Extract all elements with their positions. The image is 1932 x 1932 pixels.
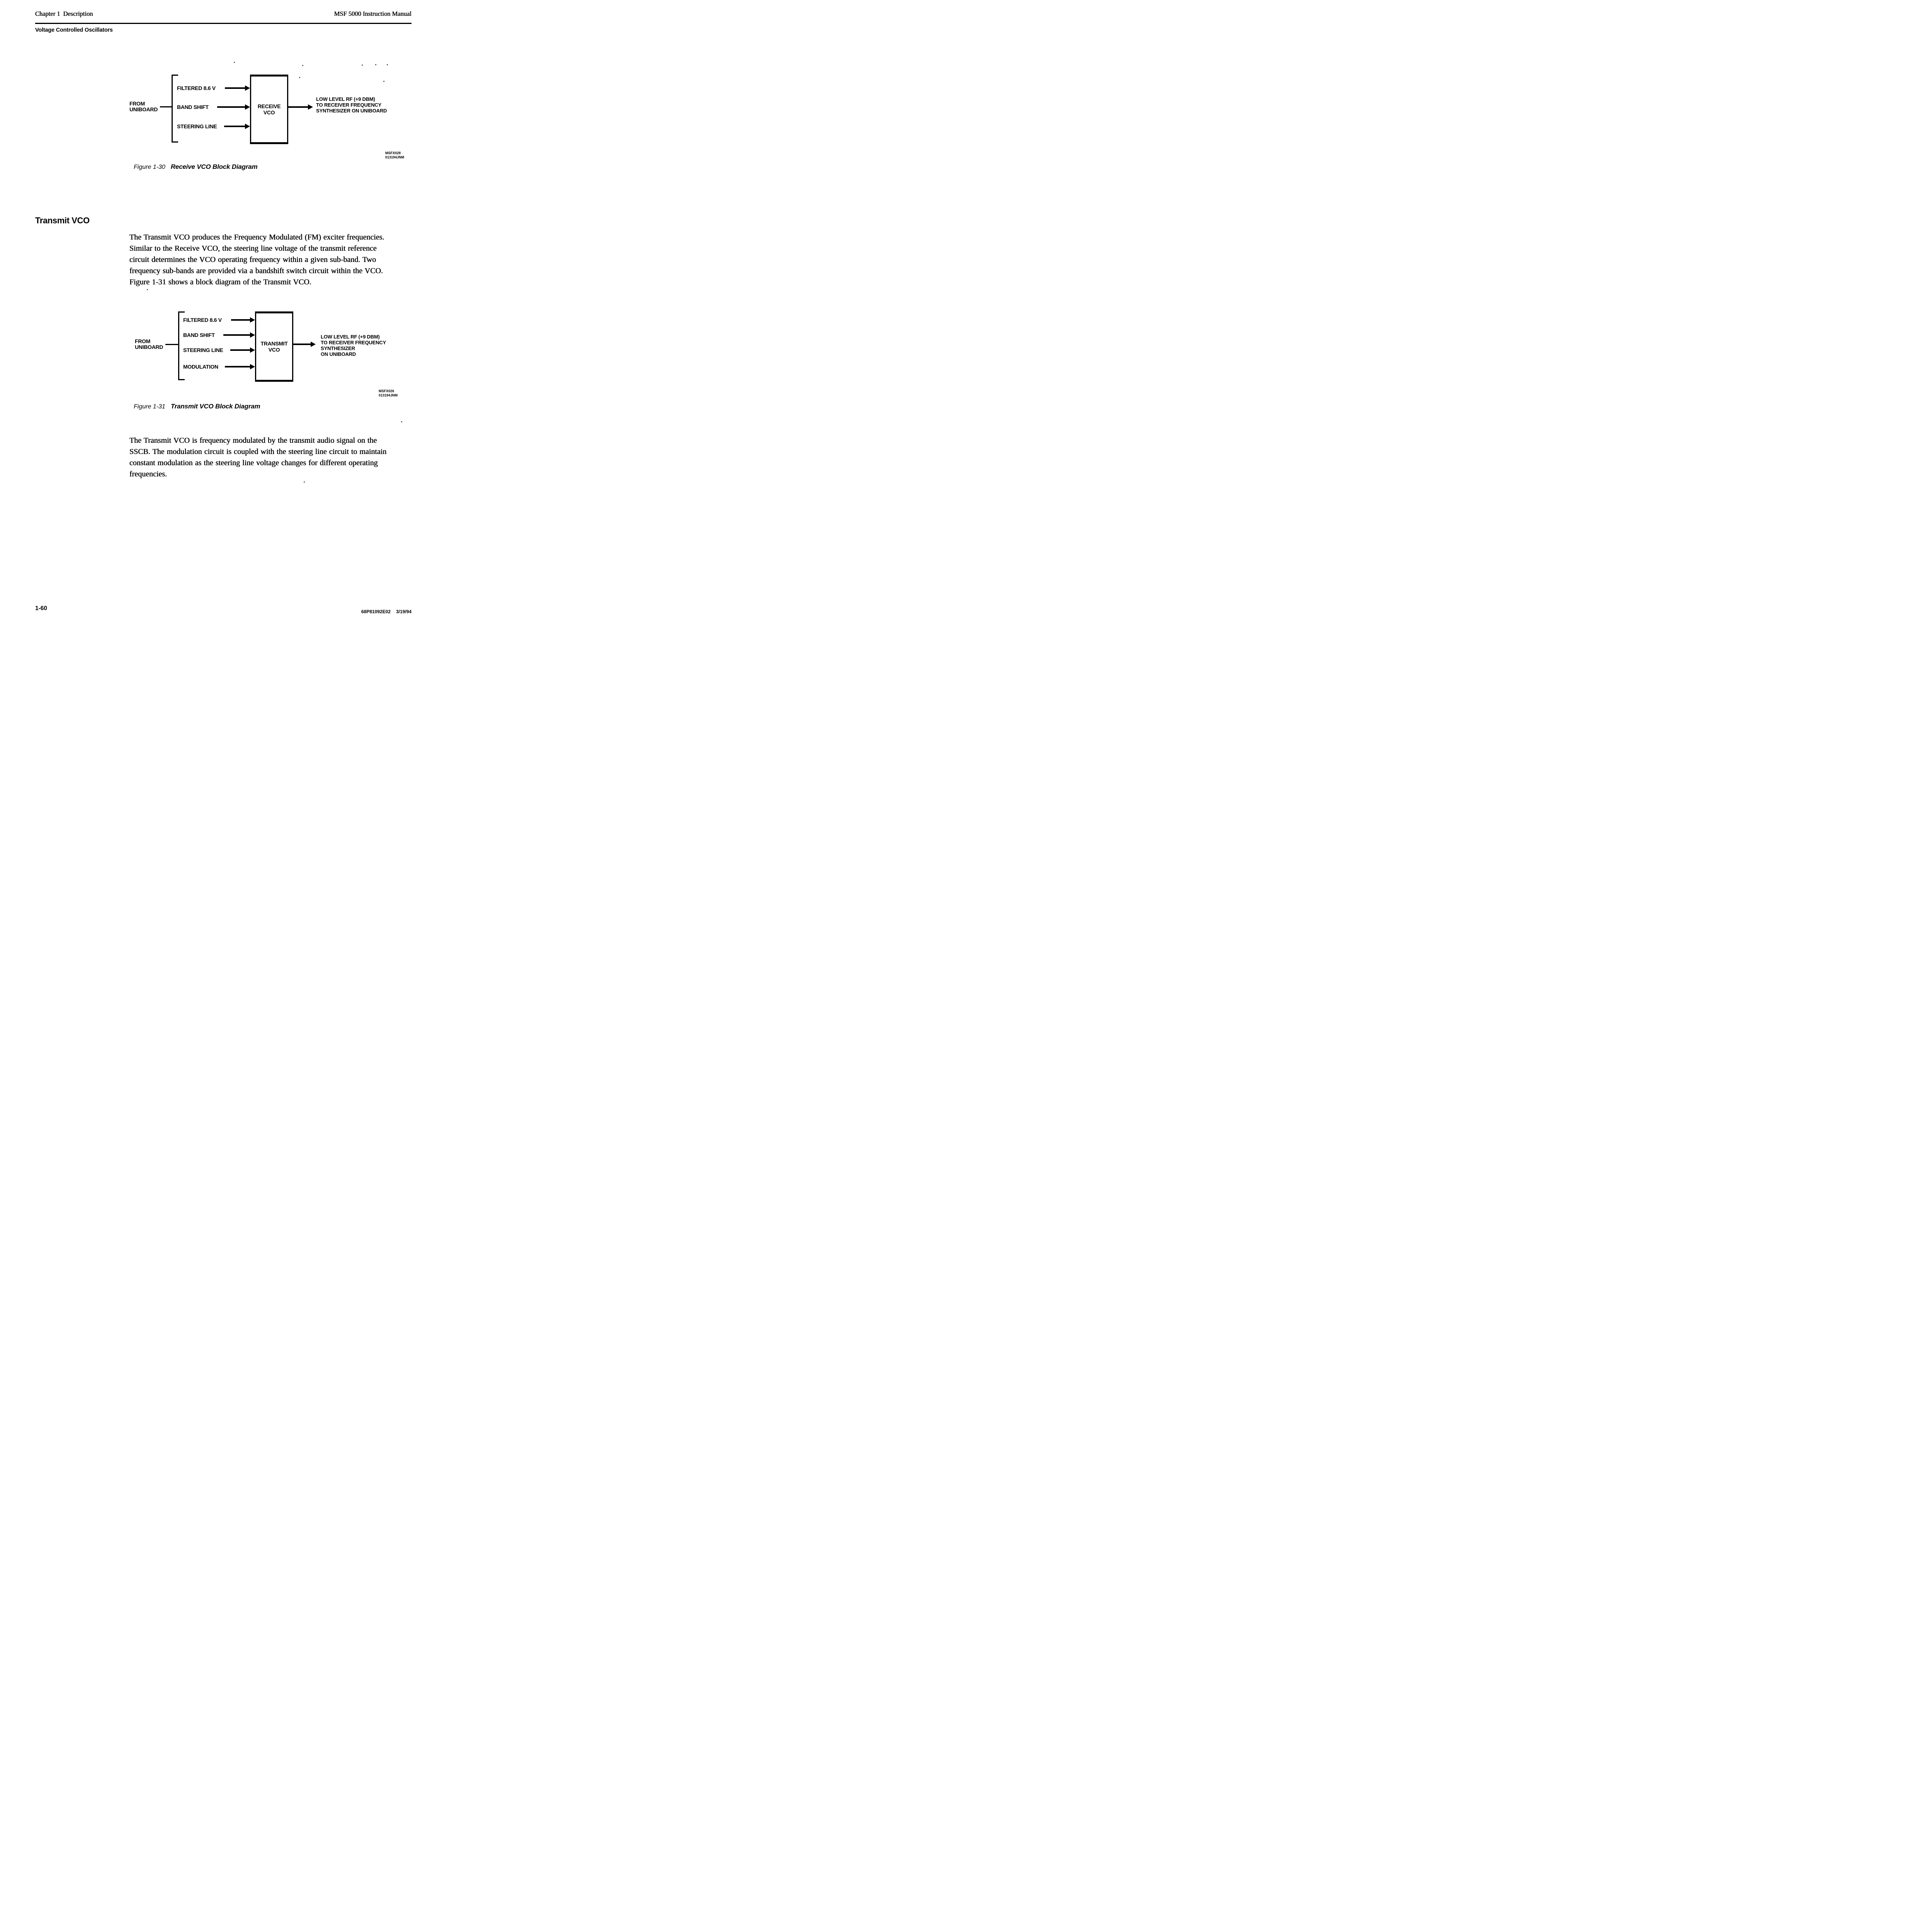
artwork-code: 013194JNM	[385, 155, 405, 159]
scan-speck	[304, 481, 305, 483]
page-number: 1-60	[35, 605, 48, 612]
fig31-input-label-filtered-8-6-v: FILTERED 8.6 V	[183, 317, 222, 323]
scan-speck	[234, 62, 235, 63]
fig31-input-bracket	[178, 311, 185, 380]
scan-speck	[375, 64, 376, 65]
fig31-from-uniboard-label: FROM UNIBOARD	[135, 338, 163, 350]
fig30-source-connector-line	[160, 106, 172, 107]
artwork-id: MSFX028	[385, 151, 401, 155]
section-title: Voltage Controlled Oscillators	[35, 27, 113, 33]
fig30-input-bracket	[172, 75, 178, 143]
from-label-line2: UNIBOARD	[129, 106, 158, 112]
output-line: LOW LEVEL RF (+9 DBM)	[321, 334, 380, 340]
fig31-artwork-number: MSFX026 013194JNM	[379, 389, 398, 398]
paragraph-line: frequency sub-bands are provided via a b…	[129, 267, 383, 275]
fig30-input-label-steering-line: STEERING LINE	[177, 123, 217, 129]
paragraph-line: constant modulation as the steering line…	[129, 459, 378, 467]
fig31-output-description: LOW LEVEL RF (+9 DBM) TO RECEIVER FREQUE…	[321, 334, 386, 357]
from-label-line1: FROM	[129, 100, 145, 107]
output-line: SYNTHESIZER ON UNIBOARD	[316, 108, 387, 114]
doc-number: 68P81092E02	[361, 609, 391, 614]
output-line: LOW LEVEL RF (+9 DBM)	[316, 96, 375, 102]
artwork-code: 013194JNM	[379, 393, 398, 397]
output-line: SYNTHESIZER	[321, 345, 355, 351]
figure-number: Figure 1-31	[134, 403, 165, 410]
output-line: TO RECEIVER FREQUENCY	[316, 102, 381, 108]
fig31-source-connector-line	[165, 344, 178, 345]
fig30-output-arrow	[287, 106, 308, 108]
fig30-input-label-band-shift: BAND SHIFT	[177, 104, 209, 110]
paragraph-line: Similar to the Receive VCO, the steering…	[129, 244, 377, 253]
transmit-vco-label-line1: TRANSMIT	[260, 340, 288, 347]
transmit-vco-label-line2: VCO	[268, 347, 280, 353]
output-line: TO RECEIVER FREQUENCY	[321, 340, 386, 345]
footer-doc-info: 68P81092E02 3/19/94	[361, 609, 412, 614]
fig30-receive-vco-block: RECEIVE VCO	[250, 75, 288, 144]
fig31-input-arrow-filtered	[231, 319, 250, 321]
output-line: ON UNIBOARD	[321, 351, 356, 357]
fig30-input-label-filtered-8-6-v: FILTERED 8.6 V	[177, 85, 216, 91]
scan-speck	[401, 421, 402, 422]
paragraph-line: circuit determines the VCO operating fre…	[129, 255, 376, 264]
fig31-input-label-modulation: MODULATION	[183, 364, 218, 370]
receive-vco-label-line2: VCO	[263, 109, 275, 116]
scan-speck	[387, 64, 388, 65]
revision-date: 3/19/94	[396, 609, 412, 614]
scan-speck	[147, 289, 148, 290]
fig31-input-arrow-steering-line	[230, 349, 250, 351]
header-manual-title: MSF 5000 Instruction Manual	[334, 10, 412, 17]
scan-speck	[302, 65, 303, 66]
scan-speck	[299, 77, 300, 78]
fig30-from-uniboard-label: FROM UNIBOARD	[129, 101, 158, 112]
paragraph-line: The Transmit VCO is frequency modulated …	[129, 436, 377, 445]
body-paragraph-1: The Transmit VCO produces the Frequency …	[129, 232, 384, 288]
figure-title: Receive VCO Block Diagram	[170, 163, 258, 170]
fig31-transmit-vco-block: TRANSMIT VCO	[255, 311, 293, 382]
fig30-input-arrow-steering-line	[224, 126, 245, 127]
paragraph-line: Figure 1-31 shows a block diagram of the…	[129, 278, 311, 286]
fig30-input-arrow-filtered	[225, 87, 245, 89]
fig30-input-arrow-band-shift	[217, 106, 245, 108]
figure-number: Figure 1-30	[134, 164, 165, 170]
chapter-label: Chapter 1	[35, 10, 60, 17]
figure-title: Transmit VCO Block Diagram	[170, 403, 260, 410]
scan-speck	[362, 65, 363, 66]
from-label-line1: FROM	[135, 338, 151, 344]
scan-speck	[383, 81, 384, 82]
fig31-input-arrow-band-shift	[223, 334, 250, 336]
paragraph-line: The Transmit VCO produces the Frequency …	[129, 233, 384, 242]
fig31-figure-caption: Figure 1-31 Transmit VCO Block Diagram	[134, 403, 260, 410]
fig30-output-description: LOW LEVEL RF (+9 DBM) TO RECEIVER FREQUE…	[316, 96, 387, 114]
paragraph-line: SSCB. The modulation circuit is coupled …	[129, 447, 387, 456]
fig31-input-arrow-modulation	[225, 366, 250, 367]
fig31-input-label-band-shift: BAND SHIFT	[183, 332, 215, 338]
from-label-line2: UNIBOARD	[135, 344, 163, 350]
header-rule	[35, 23, 412, 24]
artwork-id: MSFX026	[379, 389, 395, 393]
receive-vco-label-line1: RECEIVE	[257, 103, 281, 109]
fig31-output-arrow	[292, 344, 311, 345]
fig30-figure-caption: Figure 1-30 Receive VCO Block Diagram	[134, 163, 258, 171]
transmit-vco-heading: Transmit VCO	[35, 216, 90, 225]
paragraph-line: frequencies.	[129, 470, 167, 478]
fig31-input-label-steering-line: STEERING LINE	[183, 347, 223, 353]
fig30-artwork-number: MSFX028 013194JNM	[385, 151, 404, 160]
body-paragraph-2: The Transmit VCO is frequency modulated …	[129, 435, 386, 480]
chapter-title: Description	[63, 10, 93, 17]
